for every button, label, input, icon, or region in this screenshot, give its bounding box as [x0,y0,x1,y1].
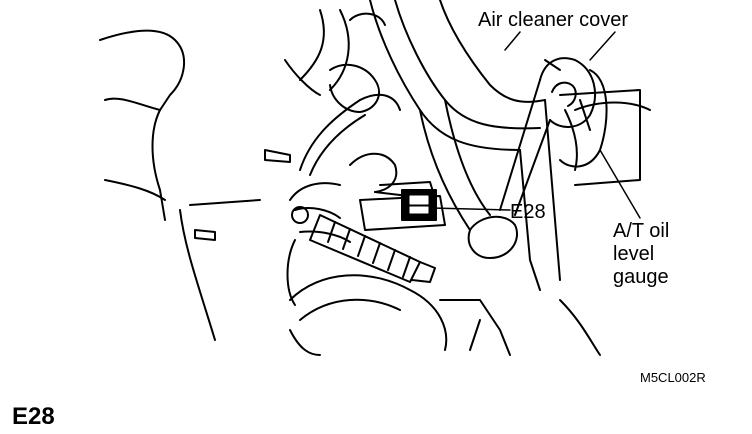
air-cleaner-cover-label: Air cleaner cover [478,9,629,31]
fender-outline [99,29,291,341]
connector-e28 [401,189,437,221]
dipstick [467,57,608,259]
at-oil-level-gauge-label: A/T oil level gauge [613,220,670,288]
connector-title: E28 [12,403,55,430]
connector-callout-label: E28 [510,201,546,223]
figure-code: M5CL002R [640,370,706,385]
upper-hoses [284,9,386,113]
lower-component [286,239,601,356]
leader-lines [431,31,641,219]
corrugated-tube [291,206,436,283]
